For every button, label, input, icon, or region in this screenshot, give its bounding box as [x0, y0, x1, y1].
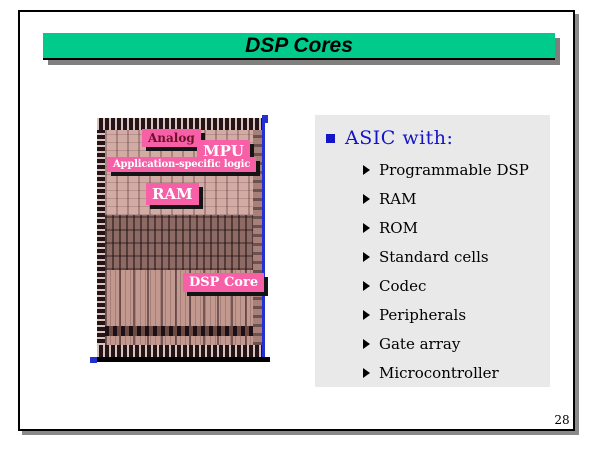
photo-frame-corner [90, 357, 97, 363]
chip-label-ram: RAM [146, 183, 199, 205]
die-pad-ring [97, 118, 262, 130]
triangle-bullet-icon [363, 309, 370, 320]
bullet-panel: ASIC with: Programmable DSP RAM ROM Stan… [315, 115, 550, 387]
chip-label-text: DSP Core [189, 275, 259, 290]
bullet-item-label: Microcontroller [379, 363, 499, 382]
triangle-bullet-icon [363, 164, 370, 175]
title-bar: DSP Cores [43, 33, 555, 60]
bullet-item-label: Programmable DSP [379, 160, 529, 179]
panel-heading-row: ASIC with: [326, 127, 453, 149]
panel-heading: ASIC with: [345, 127, 454, 149]
chip-label-text: MPU [203, 142, 244, 160]
chip-label-text: Analog [148, 131, 195, 145]
triangle-bullet-icon [363, 338, 370, 349]
chip-label-application-specific-logic: Application-specific logic [107, 157, 257, 172]
bullet-item-label: Codec [379, 276, 427, 295]
list-item: Standard cells [363, 242, 529, 271]
page-number: 28 [554, 413, 570, 427]
bullet-items: Programmable DSP RAM ROM Standard cells … [363, 155, 529, 387]
die-pad-ring [97, 130, 105, 345]
list-item: Gate array [363, 329, 529, 358]
bullet-item-label: RAM [379, 189, 417, 208]
die-photo-texture [105, 326, 253, 336]
bullet-item-label: ROM [379, 218, 418, 237]
chip-label-mpu: MPU [197, 140, 250, 162]
die-pad-ring [97, 345, 262, 357]
square-bullet-icon [326, 133, 335, 143]
chip-die-figure: Analog MPU Application-specific logic RA… [90, 113, 275, 369]
triangle-bullet-icon [363, 222, 370, 233]
slide-border: DSP Cores Analog MPU Application-specifi… [18, 10, 575, 431]
die-pad-ring [253, 130, 262, 345]
list-item: ROM [363, 213, 529, 242]
triangle-bullet-icon [363, 280, 370, 291]
bullet-item-label: Gate array [379, 334, 461, 353]
list-item: RAM [363, 184, 529, 213]
bullet-item-label: Standard cells [379, 247, 489, 266]
chip-label-text: RAM [152, 185, 193, 203]
triangle-bullet-icon [363, 367, 370, 378]
list-item: Programmable DSP [363, 155, 529, 184]
list-item: Microcontroller [363, 358, 529, 387]
die-photo-texture [105, 215, 253, 270]
slide-title: DSP Cores [245, 33, 353, 57]
list-item: Peripherals [363, 300, 529, 329]
photo-frame-corner [262, 115, 268, 123]
triangle-bullet-icon [363, 193, 370, 204]
photo-shadow [95, 357, 270, 362]
list-item: Codec [363, 271, 529, 300]
chip-label-analog: Analog [142, 129, 201, 147]
chip-label-text: Application-specific logic [113, 159, 251, 170]
bullet-item-label: Peripherals [379, 305, 467, 324]
triangle-bullet-icon [363, 251, 370, 262]
chip-label-dsp-core: DSP Core [183, 273, 265, 292]
